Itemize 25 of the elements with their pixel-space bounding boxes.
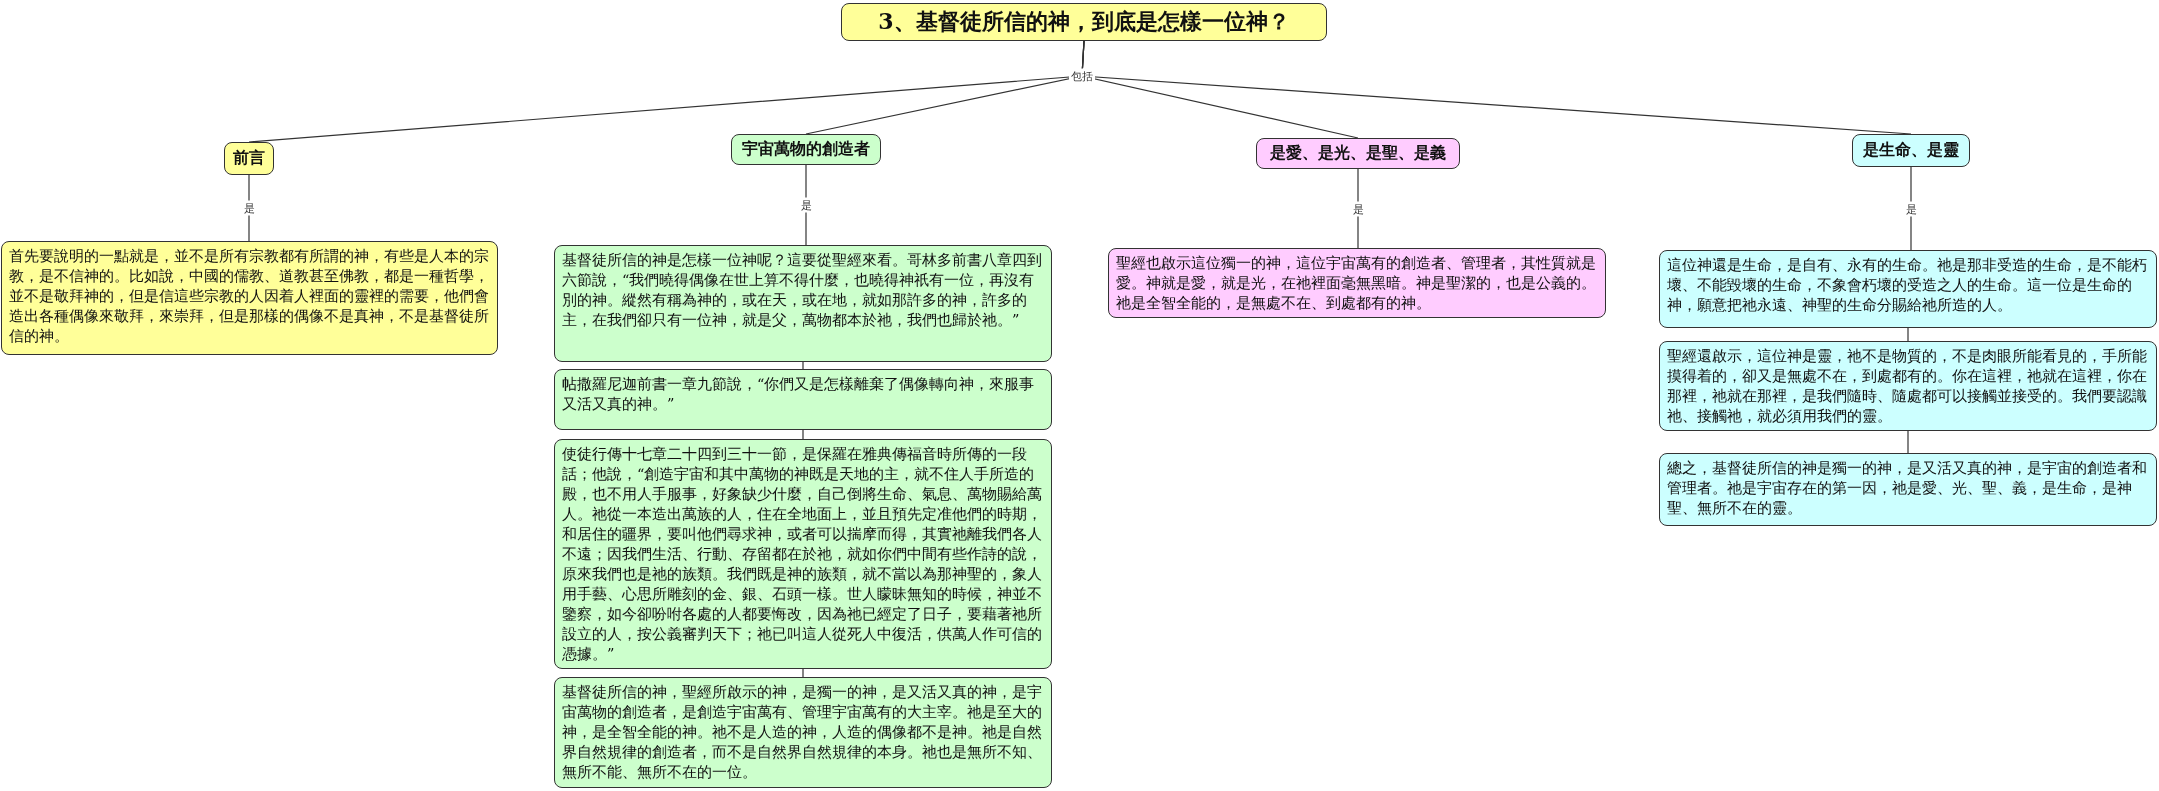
topic-box: 前言: [224, 142, 274, 175]
topic-box: 宇宙萬物的創造者: [731, 134, 881, 165]
text-box: 基督徒所信的神是怎樣一位神呢？這要從聖經來看。哥林多前書八章四到六節說，“我們曉得偶像在世上算不得什麼，也曉得神祇有一位，再沒有別的神。縱然有稱為神的，或在天，或在地，就如那許多的神，許多的主，在我們卻只有一位神，就是父，萬物都本於祂，我們也歸於祂。”: [554, 245, 1052, 362]
text-box: 聖經也啟示這位獨一的神，這位宇宙萬有的創造者、管理者，其性質就是愛。神就是愛，就是光，在祂裡面毫無黑暗。神是聖潔的，也是公義的。祂是全智全能的，是無處不在、到處都有的神。: [1108, 248, 1606, 318]
text-box: 首先要說明的一點就是，並不是所有宗教都有所謂的神，有些是人本的宗教，是不信神的。比如說，中國的儒教、道教甚至佛教，都是一種哲學，並不是敬拜神的，但是信這些宗教的人因着人裡面的靈裡的需要，他們會造出各種偶像來敬拜，來崇拜，但是那樣的偶像不是真神，不是基督徒所信的神。: [1, 241, 498, 355]
edge-label: 是: [241, 200, 257, 216]
connector-line: [802, 429, 804, 440]
connector-line: [802, 668, 804, 678]
text-box: 總之，基督徒所信的神是獨一的神，是又活又真的神，是宇宙的創造者和管理者。祂是宇宙存在的第一因，祂是愛、光、聖、義，是生命，是神聖、無所不在的靈。: [1659, 453, 2157, 526]
text-box: 使徒行傳十七章二十四到三十一節，是保羅在雅典傳福音時所傳的一段話；他說，“創造宇宙和其中萬物的神既是天地的主，就不住人手所造的殿，也不用人手服事，好象缺少什麼，自己倒將生命、氣息、萬物賜給萬人。祂從一本造出萬族的人，住在全地面上，並且預先定准他們的時期，和居住的疆界，要叫他們尋求神，或者可以揣摩而得，其實祂離我們各人不遠；因我們生活、行動、存留都在於祂，就如你們中間有些作詩的說，原來我們也是祂的族類。我們既是神的族類，就不當以為那神聖的，象人用手藝、心思所雕刻的金、銀、石頭一樣。世人矇昧無知的時候，神並不鑒察，如今卻吩咐各處的人都要悔改，因為祂已經定了日子，要藉著祂所設立的人，按公義審判天下；祂已叫這人從死人中復活，供萬人作可信的憑據。”: [554, 439, 1052, 669]
topic-box: 是愛、是光、是聖、是義: [1256, 138, 1460, 169]
connector-line: [1907, 430, 1909, 454]
connector-line: [1907, 327, 1909, 342]
topic-box: 是生命、是靈: [1852, 134, 1970, 167]
text-box: 基督徒所信的神，聖經所啟示的神，是獨一的神，是又活又真的神，是宇宙萬物的創造者，是創造宇宙萬有、管理宇宙萬有的大主宰。祂是至大的神，是全智全能的神。祂不是人造的神，人造的偶像都不是神。祂是自然界自然規律的創造者，而不是自然界自然規律的本身。祂也是無所不知、無所不能、無所不在的一位。: [554, 677, 1052, 788]
connector-line: [1910, 166, 1912, 251]
edge-label: 是: [1350, 201, 1366, 216]
text-box: 這位神還是生命，是自有、永有的生命。祂是那非受造的生命，是不能朽壞、不能毀壞的生命，不象會朽壞的受造之人的生命。這一位是生命的神，願意把祂永遠、神聖的生命分賜給祂所造的人。: [1659, 250, 2157, 328]
title-box: 3、基督徒所信的神，到底是怎樣一位神？: [841, 3, 1327, 41]
text-box: 帖撒羅尼迦前書一章九節說，“你們又是怎樣離棄了偶像轉向神，來服事又活又真的神。”: [554, 369, 1052, 430]
edge-label: 是: [1903, 201, 1919, 216]
edge-label: 包括: [1069, 68, 1095, 84]
connector-line: [802, 361, 804, 370]
text-box: 聖經還啟示，這位神是靈，祂不是物質的，不是肉眼所能看見的，手所能摸得着的，卻又是無處不在，到處都有的。你在這裡，祂就在這裡，你在那裡，祂就在那裡，是我們隨時、隨處都可以接觸並接受的。我們要認識祂、接觸祂，就必須用我們的靈。: [1659, 341, 2157, 431]
edge-label: 是: [798, 197, 814, 213]
